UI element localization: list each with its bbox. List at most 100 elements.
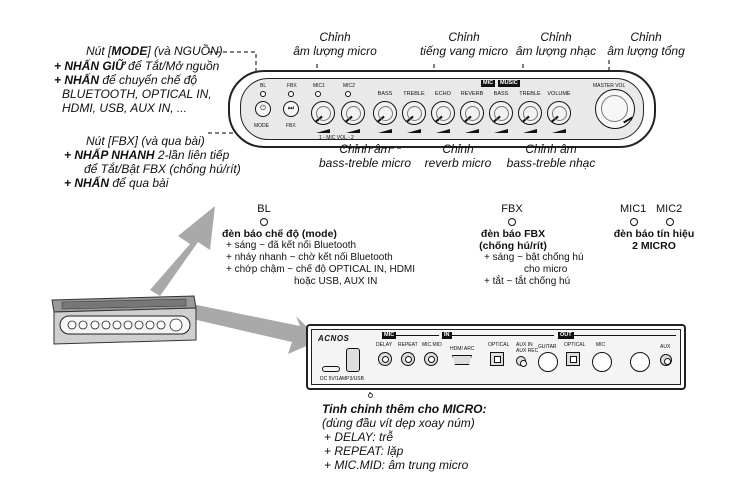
fbx-callout: Nút [FBX] (và qua bài) + NHẤP NHANH 2-lầ… xyxy=(64,134,241,190)
optical-out-label: OPTICAL xyxy=(564,342,586,348)
master-volume-knob[interactable] xyxy=(595,89,635,129)
mic-bt-callout: Chỉnh âm bass-treble micro xyxy=(310,142,420,170)
hdmi-arc-port[interactable] xyxy=(452,355,472,365)
mode-callout-body: + NHẤN GIỮ để Tắt/Mở nguồn + NHẤN để chu… xyxy=(54,59,219,115)
mode-button-label: MODE xyxy=(254,123,269,129)
mode-l4: HDMI, USB, AUX IN, ... xyxy=(62,101,187,115)
led-bl-label: BL xyxy=(260,83,267,89)
music-bass-knob[interactable] xyxy=(489,101,513,125)
mode-l1-a: + NHẤN GIỮ xyxy=(54,59,125,73)
mic2-vol-knob[interactable] xyxy=(341,101,365,125)
led-mic2 xyxy=(345,91,351,97)
micro-extra-callout: Tinh chỉnh thêm cho MICRO: (dùng đầu vít… xyxy=(322,402,486,472)
mic-jack[interactable] xyxy=(592,352,612,372)
mode-power-button[interactable]: ⏻ xyxy=(255,101,271,117)
mode-leader xyxy=(209,51,257,96)
mic1-vol-knob[interactable] xyxy=(311,101,335,125)
fbx-led-title-1: đèn báo FBX xyxy=(480,228,546,240)
music-treble-mark xyxy=(523,129,537,133)
rear-tag-mic: MIC xyxy=(382,332,397,339)
mic1-led-label: MIC1 xyxy=(620,203,647,215)
bl-line-2: + nháy nhanh ~ chờ kết nối Bluetooth xyxy=(226,252,393,263)
mode-callout: Nút [MODE] (và NGUỒN) xyxy=(86,44,223,58)
fbx-l3-a: + NHẤN xyxy=(64,176,110,190)
echo-knob[interactable] xyxy=(431,101,455,125)
mode-l3: BLUETOOTH, OPTICAL IN, xyxy=(62,87,212,101)
fbx-led-label: FBX xyxy=(501,203,523,215)
fbx-l2: để Tắt/Bật FBX (chống hú/rít) xyxy=(84,162,241,176)
usb-port-label: MP3/USB xyxy=(342,376,364,382)
mic-jack-label: MIC xyxy=(596,342,606,348)
micro-extra-line-1: + DELAY: trễ xyxy=(324,430,394,444)
micro-extra-anchor xyxy=(368,393,373,398)
reverb-knob[interactable] xyxy=(460,101,484,125)
bl-explanation: đèn báo chế độ (mode) + sáng ~ đã kết nố… xyxy=(222,228,415,288)
guitar-jack[interactable] xyxy=(538,352,558,372)
knob-label-reverb: REVERB xyxy=(460,91,484,97)
repeat-trim-knob[interactable] xyxy=(401,352,415,366)
fbx-led-title-2: (chống hú/rít) xyxy=(479,240,547,252)
dc-power-port[interactable] xyxy=(322,366,340,372)
rear-io-panel: ACNOS MIC IN OUT DC 5V/1A MP3/USB DELAY … xyxy=(306,324,686,390)
fbx-button-label: FBX xyxy=(286,123,296,129)
top-panel-face: BL FBX MIC1 MIC2 ⏻ MODE ⏭ FBX 1 - MIC VO… xyxy=(240,78,644,141)
led-mic2-label: MIC2 xyxy=(343,83,355,89)
mic2-led-dot xyxy=(666,218,674,226)
reverb-callout: Chỉnh reverb micro xyxy=(406,142,510,170)
delay-trim-knob[interactable] xyxy=(378,352,392,366)
mic-jack-2[interactable] xyxy=(630,352,650,372)
next-track-icon: ⏭ xyxy=(287,105,295,112)
bl-title: đèn báo chế độ (mode) xyxy=(222,228,337,240)
mic-bass-knob[interactable] xyxy=(373,101,397,125)
music-vol-line1: Chỉnh xyxy=(540,30,572,44)
bl-led-indicator: BL xyxy=(256,202,272,226)
bl-line-1: + sáng ~ đã kết nối Bluetooth xyxy=(226,240,357,251)
aux-in-jack[interactable] xyxy=(516,356,527,367)
fbx-l1-b: 2-lần liên tiếp xyxy=(154,148,230,162)
micro-extra-line-3: + MIC.MID: âm trung micro xyxy=(324,458,469,472)
knob-label-mic-bass: BASS xyxy=(377,91,393,97)
device-thumbnail xyxy=(48,294,198,348)
usb-port[interactable] xyxy=(346,348,360,372)
music-bass-mark xyxy=(494,129,508,133)
mode-title-b: MODE xyxy=(111,44,148,58)
music-volume-knob[interactable] xyxy=(547,101,571,125)
led-mic1 xyxy=(315,91,321,97)
led-mic1-label: MIC1 xyxy=(313,83,325,89)
fbx-led-line-2: cho micro xyxy=(524,264,568,275)
mode-l2-b: để chuyển chế độ xyxy=(99,73,198,87)
reverb-line2: reverb micro xyxy=(424,156,492,170)
mic-led-title-1: đèn báo tín hiệu xyxy=(613,228,695,240)
mode-l2-a: + NHẤN xyxy=(54,73,100,87)
mic-bass-mark xyxy=(378,129,392,133)
music-treble-knob[interactable] xyxy=(518,101,542,125)
hdmi-label: HDMI ARC xyxy=(450,346,475,352)
aux-out-jack[interactable] xyxy=(660,354,672,366)
mic-led-title-2: 2 MICRO xyxy=(632,240,676,252)
mode-title-a: Nút [ xyxy=(86,44,112,58)
optical-out-port[interactable] xyxy=(566,352,580,366)
master-vol-label: MASTER VOL xyxy=(593,83,626,89)
arrow-to-top-panel xyxy=(150,206,215,296)
aux-in-label: AUX IN xyxy=(516,342,533,348)
rear-panel-face: ACNOS MIC IN OUT DC 5V/1A MP3/USB DELAY … xyxy=(311,329,681,385)
bl-label: BL xyxy=(257,203,271,215)
music-volume-mark xyxy=(552,129,566,133)
mic2-led-label: MIC2 xyxy=(656,203,683,215)
mic-mid-trim-knob[interactable] xyxy=(424,352,438,366)
micro-extra-sub: (dùng đầu vít dẹp xoay núm) xyxy=(322,416,475,430)
led-fbx-label: FBX xyxy=(287,83,297,89)
micro-extra-line-2: + REPEAT: lặp xyxy=(324,444,404,458)
dc-port-label: DC 5V/1A xyxy=(320,376,343,382)
music-bt-line1: Chỉnh âm xyxy=(525,142,577,156)
optical-in-port[interactable] xyxy=(490,352,504,366)
fbx-l1-a: + NHẤP NHANH xyxy=(64,148,155,162)
mic-treble-knob[interactable] xyxy=(402,101,426,125)
mic-led-explanation: đèn báo tín hiệu 2 MICRO xyxy=(604,228,704,252)
mode-title-c: ] (và NGUỒN) xyxy=(147,44,223,58)
mic-bt-line2: bass-treble micro xyxy=(318,156,412,170)
fbx-led-line-1: + sáng ~ bật chống hú xyxy=(484,252,584,263)
fbx-next-button[interactable]: ⏭ xyxy=(283,101,299,117)
aux-rec-label: AUX REC xyxy=(516,348,539,354)
device-thumbnail-drawing xyxy=(51,295,197,345)
